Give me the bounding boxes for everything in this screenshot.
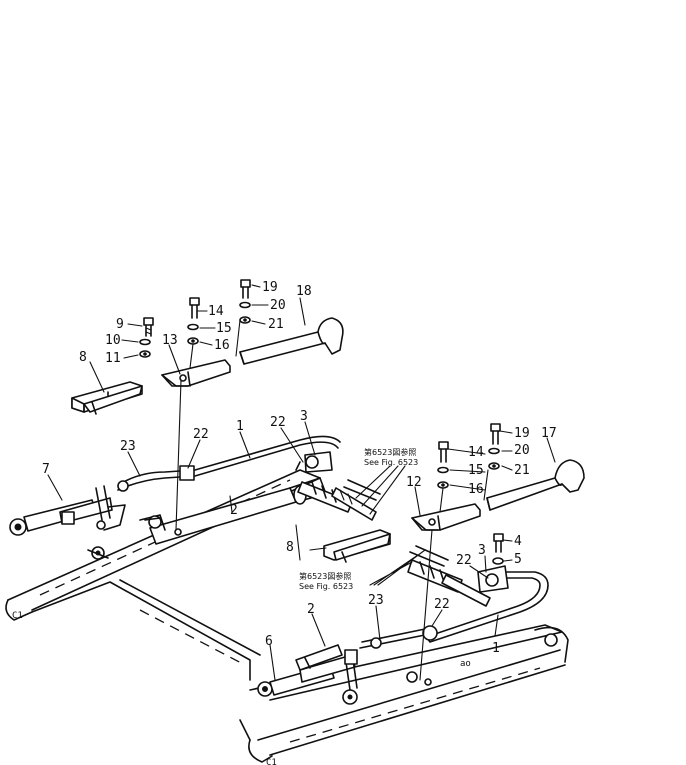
callout-20-lower: 20: [514, 443, 530, 458]
callout-1-lower: 1: [492, 641, 500, 656]
bracket-18: [239, 317, 344, 365]
upper-cylinder-7: [9, 485, 113, 536]
reference-note-lower: 第6523図参照 See Fig. 6523: [299, 571, 353, 591]
callout-3-upper: 3: [300, 409, 308, 424]
callout-8-lower: 8: [286, 540, 294, 555]
upper-cover-8: [71, 381, 143, 415]
callout-2-upper: 2: [230, 503, 238, 518]
lower-fittings: [407, 559, 491, 607]
callout-22-upper-right: 22: [270, 415, 286, 430]
bolt-9: [143, 317, 154, 337]
reference-note-upper-jp: 第6523図参照: [364, 447, 416, 457]
lower-hose-1: [359, 571, 549, 649]
callout-19-lower: 19: [514, 426, 530, 441]
callout-15-lower: 15: [468, 463, 484, 478]
callout-21-lower: 21: [514, 463, 530, 478]
bolt-19-upper: [240, 279, 251, 299]
callout-19-upper: 19: [262, 280, 278, 295]
callout-5: 5: [514, 552, 522, 567]
frame-mark-bottom: C1: [266, 758, 277, 765]
bolt-19-lower: [490, 423, 501, 445]
callout-16-upper: 16: [214, 338, 230, 353]
bracket-13: [161, 359, 231, 387]
leader-lines: [47, 284, 556, 681]
callout-12: 12: [406, 475, 422, 490]
lower-cylinder-2: [295, 644, 343, 671]
callout-4: 4: [514, 534, 522, 549]
bolt-14-upper: [189, 297, 200, 319]
callout-10: 10: [105, 333, 121, 348]
callout-22-upper-left: 22: [193, 427, 209, 442]
callout-23-lower: 23: [368, 593, 384, 608]
callout-16-lower: 16: [468, 482, 484, 497]
callout-13: 13: [162, 333, 178, 348]
callout-1-upper: 1: [236, 419, 244, 434]
bracket-17: [486, 459, 585, 511]
callout-18: 18: [296, 284, 312, 299]
frame-mark-left: C1: [12, 611, 23, 621]
callout-14-upper: 14: [208, 304, 224, 319]
callout-11: 11: [105, 351, 121, 366]
callout-numbers: 9 10 11 8 13 14 15 16 19 20 21 18 7 23 2…: [42, 280, 557, 656]
reference-note-lower-jp: 第6523図参照: [299, 571, 351, 581]
lower-joint-3: [477, 565, 509, 593]
callout-8-upper: 8: [79, 350, 87, 365]
callout-9: 9: [116, 317, 124, 332]
upper-hose-1: [117, 441, 339, 491]
callout-14-lower: 14: [468, 445, 484, 460]
lower-cylinder-6: [257, 649, 358, 705]
callout-3-lower: 3: [478, 543, 486, 558]
upper-joint-3: [295, 451, 333, 473]
bracket-12: [411, 503, 481, 531]
callout-21-upper: 21: [268, 317, 284, 332]
bolt-14-lower: [438, 441, 449, 463]
reference-note-upper: 第6523図参照 See Fig. 6523: [364, 447, 418, 467]
callout-15-upper: 15: [216, 321, 232, 336]
frame-mark-b: ao: [460, 659, 471, 669]
bolt-4: [493, 533, 504, 553]
reference-note-lower-en: See Fig. 6523: [299, 582, 353, 591]
callout-22-lower-left: 22: [434, 597, 450, 612]
callout-6: 6: [265, 634, 273, 649]
callout-17: 17: [541, 426, 557, 441]
callout-2-lower: 2: [307, 602, 315, 617]
upper-fittings: [297, 481, 377, 521]
callout-23-upper: 23: [120, 439, 136, 454]
lower-cover-8: [323, 529, 391, 563]
callout-20-upper: 20: [270, 298, 286, 313]
callout-7: 7: [42, 462, 50, 477]
reference-note-upper-en: See Fig. 6523: [364, 458, 418, 467]
callout-22-lower-right: 22: [456, 553, 472, 568]
